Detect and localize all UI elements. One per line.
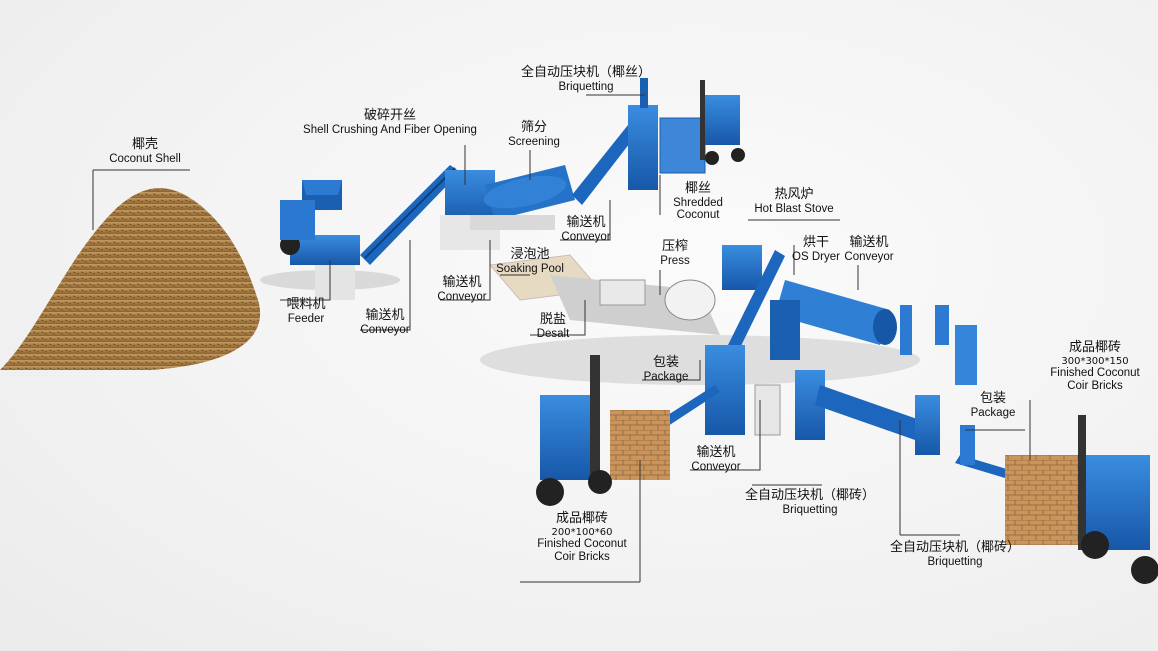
label-finished-large: 成品椰砖 300*300*150 Finished Coconut Coir B… [1040,340,1150,392]
press-zh: 压榨 [661,239,688,254]
label-conveyor-1: 输送机 Conveyor [360,308,410,336]
finished-large-spec: 300*300*150 [1061,355,1129,367]
label-hot-blast-stove: 热风炉 Hot Blast Stove [754,187,834,215]
briquetting-brick-1-en: Briquetting [782,503,838,516]
conveyor-5-zh: 输送机 [696,445,736,460]
briquetting-brick-2-zh: 全自动压块机（椰砖） [889,540,1021,555]
package-2-en: Package [970,406,1016,419]
label-shredded-coconut: 椰丝 Shredded Coconut [663,181,733,222]
label-screening: 筛分 Screening [508,120,560,148]
shell-crushing-zh: 破碎开丝 [363,108,417,123]
label-briquetting-brick-2: 全自动压块机（椰砖） Briquetting [889,540,1021,568]
conveyor-3-zh: 输送机 [566,215,606,230]
brick-line-left [660,345,825,440]
label-conveyor-3: 输送机 Conveyor [561,215,611,243]
label-conveyor-2: 输送机 Conveyor [437,275,487,303]
coconut-shell-en: Coconut Shell [109,152,181,165]
conveyor-4-zh: 输送机 [849,235,889,250]
shredded-coconut-en: Shredded Coconut [673,196,723,222]
feeder-en: Feeder [287,312,325,325]
hot-blast-stove [722,245,762,290]
forklift-bottom-right [1078,415,1158,584]
package-1-en: Package [643,370,689,383]
label-finished-small: 成品椰砖 200*100*60 Finished Coconut Coir Br… [527,511,637,563]
hot-blast-stove-zh: 热风炉 [774,187,814,202]
hot-blast-stove-en: Hot Blast Stove [754,202,834,215]
finished-large-en: Finished Coconut Coir Bricks [1050,366,1140,392]
label-briquetting-fiber: 全自动压块机（椰丝） Briquetting [520,65,652,93]
label-conveyor-4: 输送机 Conveyor [844,235,894,263]
label-coconut-shell: 椰壳 Coconut Shell [109,137,181,165]
soaking-pool-zh: 浸泡池 [510,247,550,262]
feeder-machine [280,180,360,300]
screening-drum [470,165,575,230]
coconut-shell-pile [0,188,261,370]
os-dryer-en: OS Dryer [792,250,840,263]
label-feeder: 喂料机 Feeder [286,297,326,325]
label-os-dryer: 烘干 OS Dryer [792,235,840,263]
finished-small-en: Finished Coconut Coir Bricks [537,537,627,563]
package-1-zh: 包装 [652,355,680,370]
briquetting-brick-1-zh: 全自动压块机（椰砖） [744,488,876,503]
os-dryer-zh: 烘干 [802,235,830,250]
label-press: 压榨 Press [660,239,690,267]
desalt-zh: 脱盐 [539,312,567,327]
shell-crushing-en: Shell Crushing And Fiber Opening [303,123,477,136]
conveyor-2-zh: 输送机 [442,275,482,290]
feeder-zh: 喂料机 [286,297,326,312]
brick-line-right [815,385,1010,478]
forklift-bottom-left [536,355,612,506]
press-line [550,275,720,335]
os-dryer [770,280,897,360]
desalt-en: Desalt [536,327,570,340]
label-shell-crushing: 破碎开丝 Shell Crushing And Fiber Opening [303,108,477,136]
briquetting-fiber-en: Briquetting [558,80,614,93]
forklift-top [700,80,745,165]
conveyor-5-en: Conveyor [691,460,741,473]
briquetting-brick-2-en: Briquetting [927,555,983,568]
label-briquetting-brick-1: 全自动压块机（椰砖） Briquetting [744,488,876,516]
shredded-coconut-zh: 椰丝 [684,181,711,196]
conveyor-4-en: Conveyor [844,250,894,263]
shell-crusher [440,170,500,250]
label-conveyor-5: 输送机 Conveyor [691,445,741,473]
package-2-zh: 包装 [979,391,1007,406]
cyclone-separators [900,305,977,385]
label-package-1: 包装 Package [643,355,689,383]
label-desalt: 脱盐 Desalt [536,312,570,340]
label-soaking-pool: 浸泡池 Soaking Pool [496,247,564,275]
soaking-pool-en: Soaking Pool [496,262,564,275]
conveyor-2-en: Conveyor [437,290,487,303]
finished-small-zh: 成品椰砖 [555,511,608,526]
finished-large-zh: 成品椰砖 [1068,340,1121,355]
screening-en: Screening [508,135,560,148]
finished-small-spec: 200*100*60 [551,526,613,538]
conveyor-1 [360,165,460,265]
shredded-coconut-bales [659,117,706,174]
leader-lines [92,94,1031,583]
conveyor-3-en: Conveyor [561,230,611,243]
fiber-briquetter [628,78,658,190]
conveyor-1-en: Conveyor [360,323,410,336]
conveyor-1-zh: 输送机 [365,308,405,323]
label-package-2: 包装 Package [970,391,1016,419]
briquetting-fiber-zh: 全自动压块机（椰丝） [520,65,652,80]
press-en: Press [660,254,690,267]
screening-zh: 筛分 [520,120,548,135]
coconut-shell-zh: 椰壳 [131,137,159,152]
large-brick-pallet [1005,455,1080,545]
dryer-conveyor [728,250,785,352]
